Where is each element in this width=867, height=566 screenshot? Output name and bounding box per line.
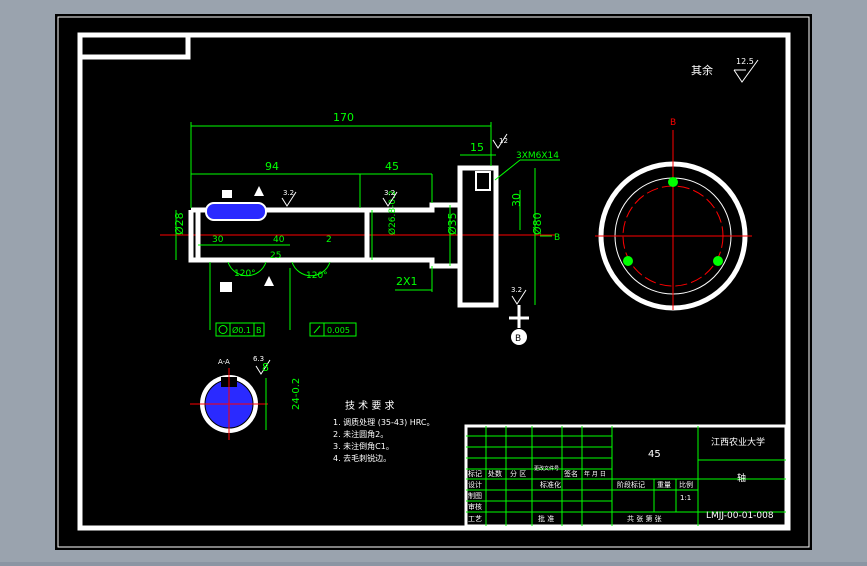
dim-45: 45: [385, 160, 399, 173]
tb-sheets: 共 张 第 张: [627, 514, 662, 523]
tech-item-4: 4. 去毛刺锐边。: [333, 453, 391, 463]
roughness-symbol-general: [733, 59, 759, 83]
drawing-frame: [77, 32, 791, 531]
tb-count: 处数: [488, 469, 502, 478]
tb-part-name: 轴: [737, 472, 746, 484]
dim-d26: Ø26.8-0.2: [387, 190, 398, 235]
roughness-values: 3.2 3.2 3.2 12 6.3: [253, 137, 522, 363]
dim-d35: Ø35: [446, 212, 459, 235]
flange-view: [595, 130, 752, 311]
datum-markers: [220, 186, 274, 292]
tech-title: 技 术 要 求: [345, 399, 395, 412]
tb-std: 标准化: [540, 480, 561, 489]
dim-30: 30: [212, 235, 224, 245]
tb-weight: 重量: [657, 481, 671, 489]
rough-12: 12: [499, 137, 508, 145]
tb-school: 江西农业大学: [711, 436, 765, 448]
tb-design: 设计: [468, 480, 482, 489]
shaft-outline: [188, 165, 499, 308]
dim-d80: Ø80: [531, 212, 544, 235]
tb-sign: 签名: [564, 469, 578, 478]
tb-ratio: 比例: [679, 480, 693, 489]
dim-170: 170: [333, 111, 354, 124]
dimension-texts: 170 94 45 15 3XM6X14 30 40 25 2 2X1 120°…: [173, 111, 559, 288]
runout-value: Ø0.1: [232, 325, 251, 335]
tb-stage: 阶段标记: [617, 480, 645, 489]
angle-120-b: 120°: [306, 271, 328, 281]
dim-2: 2: [326, 235, 332, 245]
tb-drawing-no: LMJJ-00-01-008: [706, 511, 774, 521]
datum-b-circle: [511, 329, 527, 345]
rough-32-b: 3.2: [384, 189, 395, 197]
runout-frame: [215, 322, 265, 337]
tb-change: 更改文件号: [534, 465, 559, 472]
section-b-label: B: [670, 118, 676, 128]
keyway-hatch: [205, 202, 267, 221]
tb-material: 45: [648, 449, 661, 460]
section-aa-view: [190, 368, 268, 440]
tb-check: 审核: [468, 502, 482, 511]
cylindricity-frame: [309, 322, 357, 337]
cylindricity-value: 0.005: [327, 326, 350, 335]
model-space: [55, 14, 812, 550]
title-block: 标记 处数 分 区 更改文件号 签名 年 月 日 设计 标准化 制图 审核 工艺…: [464, 424, 788, 528]
dim-30-vertical: 30: [510, 193, 523, 207]
rough-32-c: 3.2: [511, 286, 522, 294]
tb-zone: 分 区: [510, 469, 526, 478]
section-b-arrow-label: B: [554, 233, 560, 243]
dim-94: 94: [265, 160, 279, 173]
dim-15: 15: [470, 141, 484, 154]
roughness-general-value: 12.5: [736, 57, 754, 66]
angle-120-a: 120°: [234, 269, 256, 279]
dim-24: 24-0.2: [291, 378, 302, 410]
tb-craft: 工艺: [468, 515, 482, 523]
dim-d28: Ø28: [173, 212, 186, 235]
tb-approve: 批 准: [538, 514, 554, 523]
dim-25: 25: [270, 251, 281, 261]
tb-mark: 标记: [468, 469, 482, 478]
tech-item-2: 2. 未注圆角2。: [333, 429, 388, 439]
note-other: 其余: [691, 63, 713, 77]
sheet-border: [57, 16, 810, 548]
tech-item-3: 3. 未注倒角C1。: [333, 441, 394, 451]
tech-items: 1. 调质处理 (35-43) HRC。 2. 未注圆角2。 3. 未注倒角C1…: [333, 417, 435, 463]
dim-8: 8: [262, 361, 269, 374]
thread-hole: [475, 171, 491, 191]
dim-2x1: 2X1: [396, 275, 418, 288]
thread-spec: 3XM6X14: [516, 151, 559, 161]
section-aa-label: A-A: [218, 358, 230, 366]
rough-63: 6.3: [253, 355, 264, 363]
tb-date: 年 月 日: [584, 470, 606, 478]
tb-scale: 1:1: [680, 494, 691, 502]
rough-32-a: 3.2: [283, 189, 294, 197]
tb-draw: 制图: [468, 491, 482, 500]
roughness-marks: [255, 133, 527, 375]
dimension-lines: [175, 122, 560, 330]
runout-datum: B: [256, 326, 262, 335]
corner-box: [77, 32, 191, 60]
datum-b-letter: B: [515, 334, 521, 344]
dim-40: 40: [273, 235, 285, 245]
tech-item-1: 1. 调质处理 (35-43) HRC。: [333, 417, 435, 427]
